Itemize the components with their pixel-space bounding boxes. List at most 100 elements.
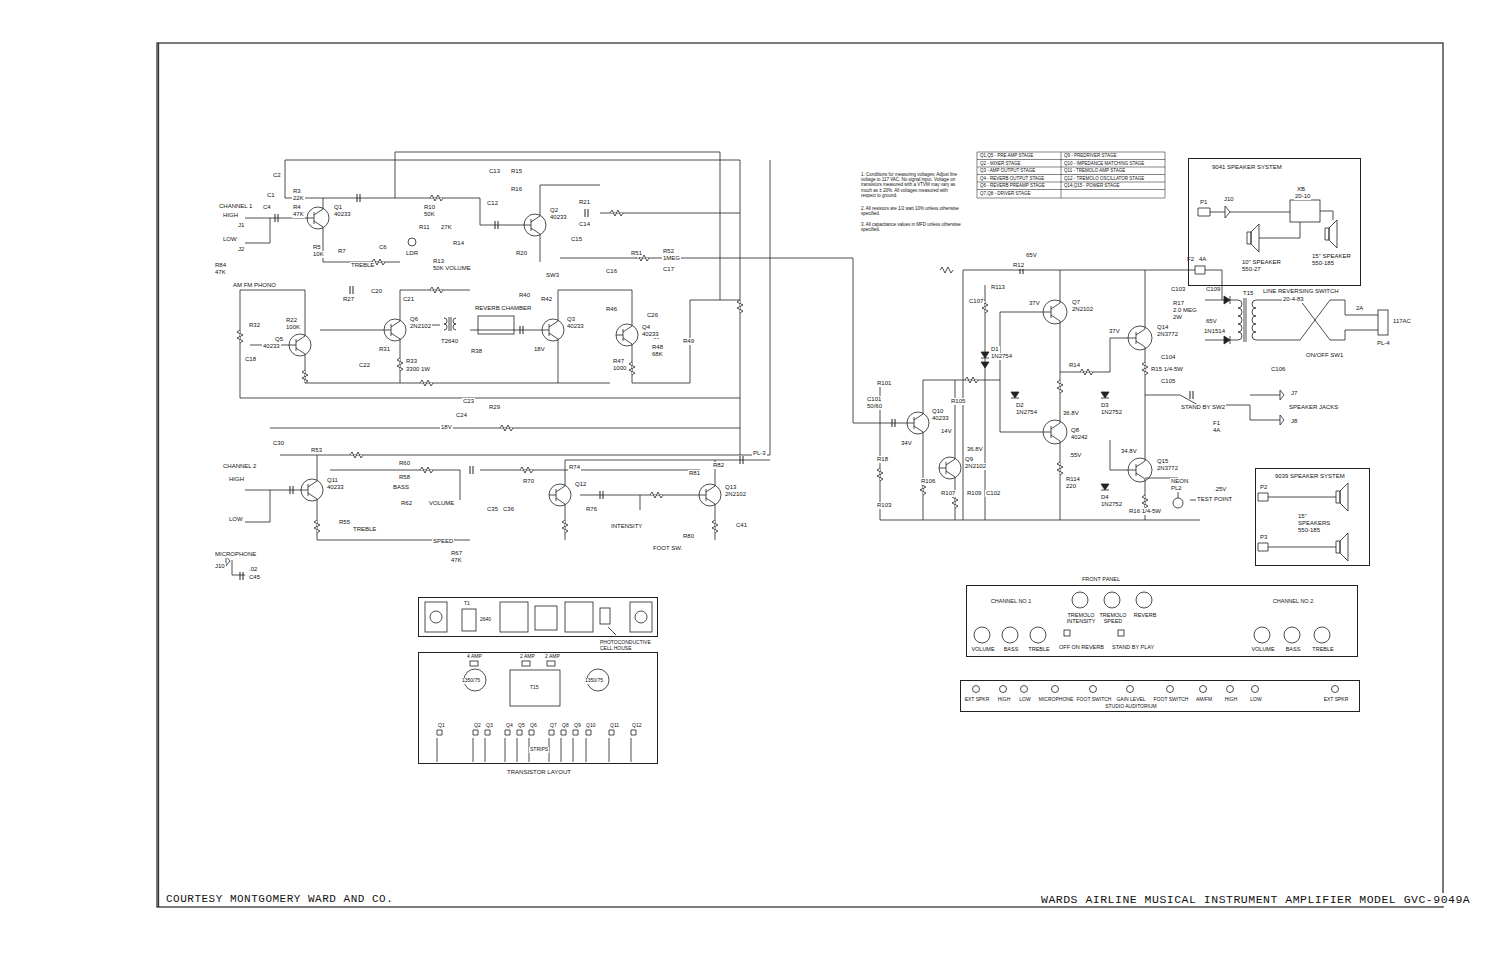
jack-hole bbox=[1127, 686, 1134, 693]
part-label: R105 bbox=[950, 398, 966, 405]
chassis-strip: T12640PHOTOCONDUCTIVE CELL HOUSE bbox=[418, 597, 658, 637]
part-label: C105 bbox=[1160, 378, 1176, 385]
ldr-symbol bbox=[408, 238, 416, 246]
part-label: C24 bbox=[455, 412, 468, 419]
part-label: BASS bbox=[392, 484, 410, 491]
box-text: 1350/75 bbox=[584, 678, 604, 684]
part-label: 2N2102 bbox=[724, 491, 747, 498]
part-label: R13 bbox=[432, 258, 445, 265]
box-text: P3 bbox=[1259, 534, 1268, 541]
box-text: 20-10 bbox=[1294, 193, 1311, 200]
part-label: 40242 bbox=[1070, 434, 1089, 441]
box-text: 15" SPEAKERS 550-185 bbox=[1297, 513, 1335, 534]
part-label: C109 bbox=[1205, 286, 1221, 293]
part-label: CHANNEL 1 bbox=[218, 203, 253, 210]
part-label: NEON bbox=[1170, 478, 1189, 485]
box-text: Q5 bbox=[517, 723, 526, 729]
box-text: TREBLE bbox=[1311, 646, 1334, 652]
part-label: C21 bbox=[402, 296, 415, 303]
part-label: R47 bbox=[612, 358, 625, 365]
chassis-part bbox=[565, 602, 593, 632]
knob bbox=[1136, 592, 1152, 608]
table-cell: Q11 - TREMOLO AMP STAGE bbox=[1063, 168, 1126, 173]
chassis-part bbox=[500, 602, 528, 632]
box-text: LOW bbox=[1249, 697, 1262, 703]
box-text: VOLUME bbox=[970, 646, 995, 652]
box-heading: 9039 SPEAKER SYSTEM bbox=[1274, 473, 1346, 480]
power-transformer bbox=[510, 670, 560, 706]
part-label: TREBLE bbox=[352, 526, 377, 533]
box-text: CHANNEL NO.1 bbox=[990, 598, 1032, 604]
part-label: C102 bbox=[985, 490, 1001, 497]
box-text: STAND BY PLAY bbox=[1111, 644, 1155, 650]
part-label: LOW bbox=[228, 516, 244, 523]
part-label: J7 bbox=[1290, 390, 1298, 397]
part-label: C36 bbox=[502, 506, 515, 513]
box-text: LOW bbox=[1018, 697, 1031, 703]
table-cell: Q12 - TREMOLO OSCILLATOR STAGE bbox=[1063, 176, 1145, 181]
part-label: R107 bbox=[940, 490, 956, 497]
part-label: 50K bbox=[423, 211, 436, 218]
part-label: C13 bbox=[488, 168, 501, 175]
box-text: 1350/75 bbox=[461, 678, 481, 684]
reverb-pan bbox=[478, 316, 514, 334]
knob bbox=[1072, 592, 1088, 608]
part-label: 40233 bbox=[262, 343, 281, 350]
part-label: R52 bbox=[662, 248, 675, 255]
part-label: 40233 bbox=[641, 331, 660, 338]
transistor-strips bbox=[437, 730, 636, 762]
part-label: R62 bbox=[400, 500, 413, 507]
part-label: 40233 bbox=[333, 211, 352, 218]
fuse-holder bbox=[547, 661, 555, 666]
credit-line: COURTESY MONTGOMERY WARD AND CO. bbox=[165, 893, 394, 906]
part-label: 1N2754 bbox=[990, 353, 1013, 360]
part-label: Q3 bbox=[566, 316, 576, 323]
part-label: 1MEG bbox=[662, 255, 681, 262]
box-text: TREMOLO SPEED bbox=[1097, 612, 1129, 625]
part-label: C22 bbox=[358, 362, 371, 369]
part-label: R22 bbox=[285, 317, 298, 324]
front-panel: FRONT PANELCHANNEL NO.1TREMOLO INTENSITY… bbox=[966, 585, 1358, 657]
transistor-layout-box: 4 AMP2 AMP2 AMP1350/75T151350/75Q1Q2Q3Q4… bbox=[418, 652, 658, 764]
part-label: R20 bbox=[515, 250, 528, 257]
part-label: 100K bbox=[285, 324, 301, 331]
box-text: PHOTOCONDUCTIVE CELL HOUSE bbox=[599, 640, 661, 652]
knob bbox=[1104, 592, 1120, 608]
table-cell: Q1,Q5 - PRE AMP STAGE bbox=[979, 153, 1034, 158]
part-label: D3 bbox=[1100, 402, 1110, 409]
resistor-symbol bbox=[237, 195, 1148, 533]
part-label: Q1 bbox=[333, 204, 343, 211]
transistor-leads bbox=[289, 198, 1145, 515]
part-label: Q4 bbox=[641, 324, 651, 331]
box-text: CHANNEL NO.2 bbox=[1272, 598, 1314, 604]
box-text: FOOT SWITCH bbox=[1153, 697, 1190, 703]
part-label: Q15 bbox=[1156, 458, 1169, 465]
part-label: 40233 bbox=[549, 214, 568, 221]
part-label: 37V bbox=[1108, 328, 1121, 335]
box-text: 2 AMP bbox=[519, 654, 536, 660]
box-text: HIGH bbox=[1224, 697, 1239, 703]
part-label: R18 bbox=[876, 456, 889, 463]
part-label: R74 bbox=[568, 464, 581, 471]
photocell-housing bbox=[600, 608, 610, 624]
part-label: Q9 bbox=[964, 456, 974, 463]
part-label: R3 bbox=[292, 188, 302, 195]
part-label: R48 bbox=[651, 344, 664, 351]
part-label: R106 bbox=[920, 478, 936, 485]
part-label: Q14 bbox=[1156, 324, 1169, 331]
part-label: 36.8V bbox=[966, 446, 984, 453]
part-label: 36.8V bbox=[1062, 410, 1080, 417]
part-label: R38 bbox=[470, 348, 483, 355]
part-label: R14 bbox=[1068, 362, 1081, 369]
part-label: 2N3772 bbox=[1156, 465, 1179, 472]
part-label: C16 bbox=[605, 268, 618, 275]
part-label: R12 bbox=[1012, 262, 1025, 269]
diode-symbol bbox=[981, 296, 1230, 490]
part-label: R16 bbox=[510, 186, 523, 193]
chassis-part bbox=[462, 609, 476, 631]
box-text: GAIN LEVEL bbox=[1115, 697, 1146, 703]
part-label: C107 bbox=[968, 298, 984, 305]
box-text: Q4 bbox=[505, 723, 514, 729]
